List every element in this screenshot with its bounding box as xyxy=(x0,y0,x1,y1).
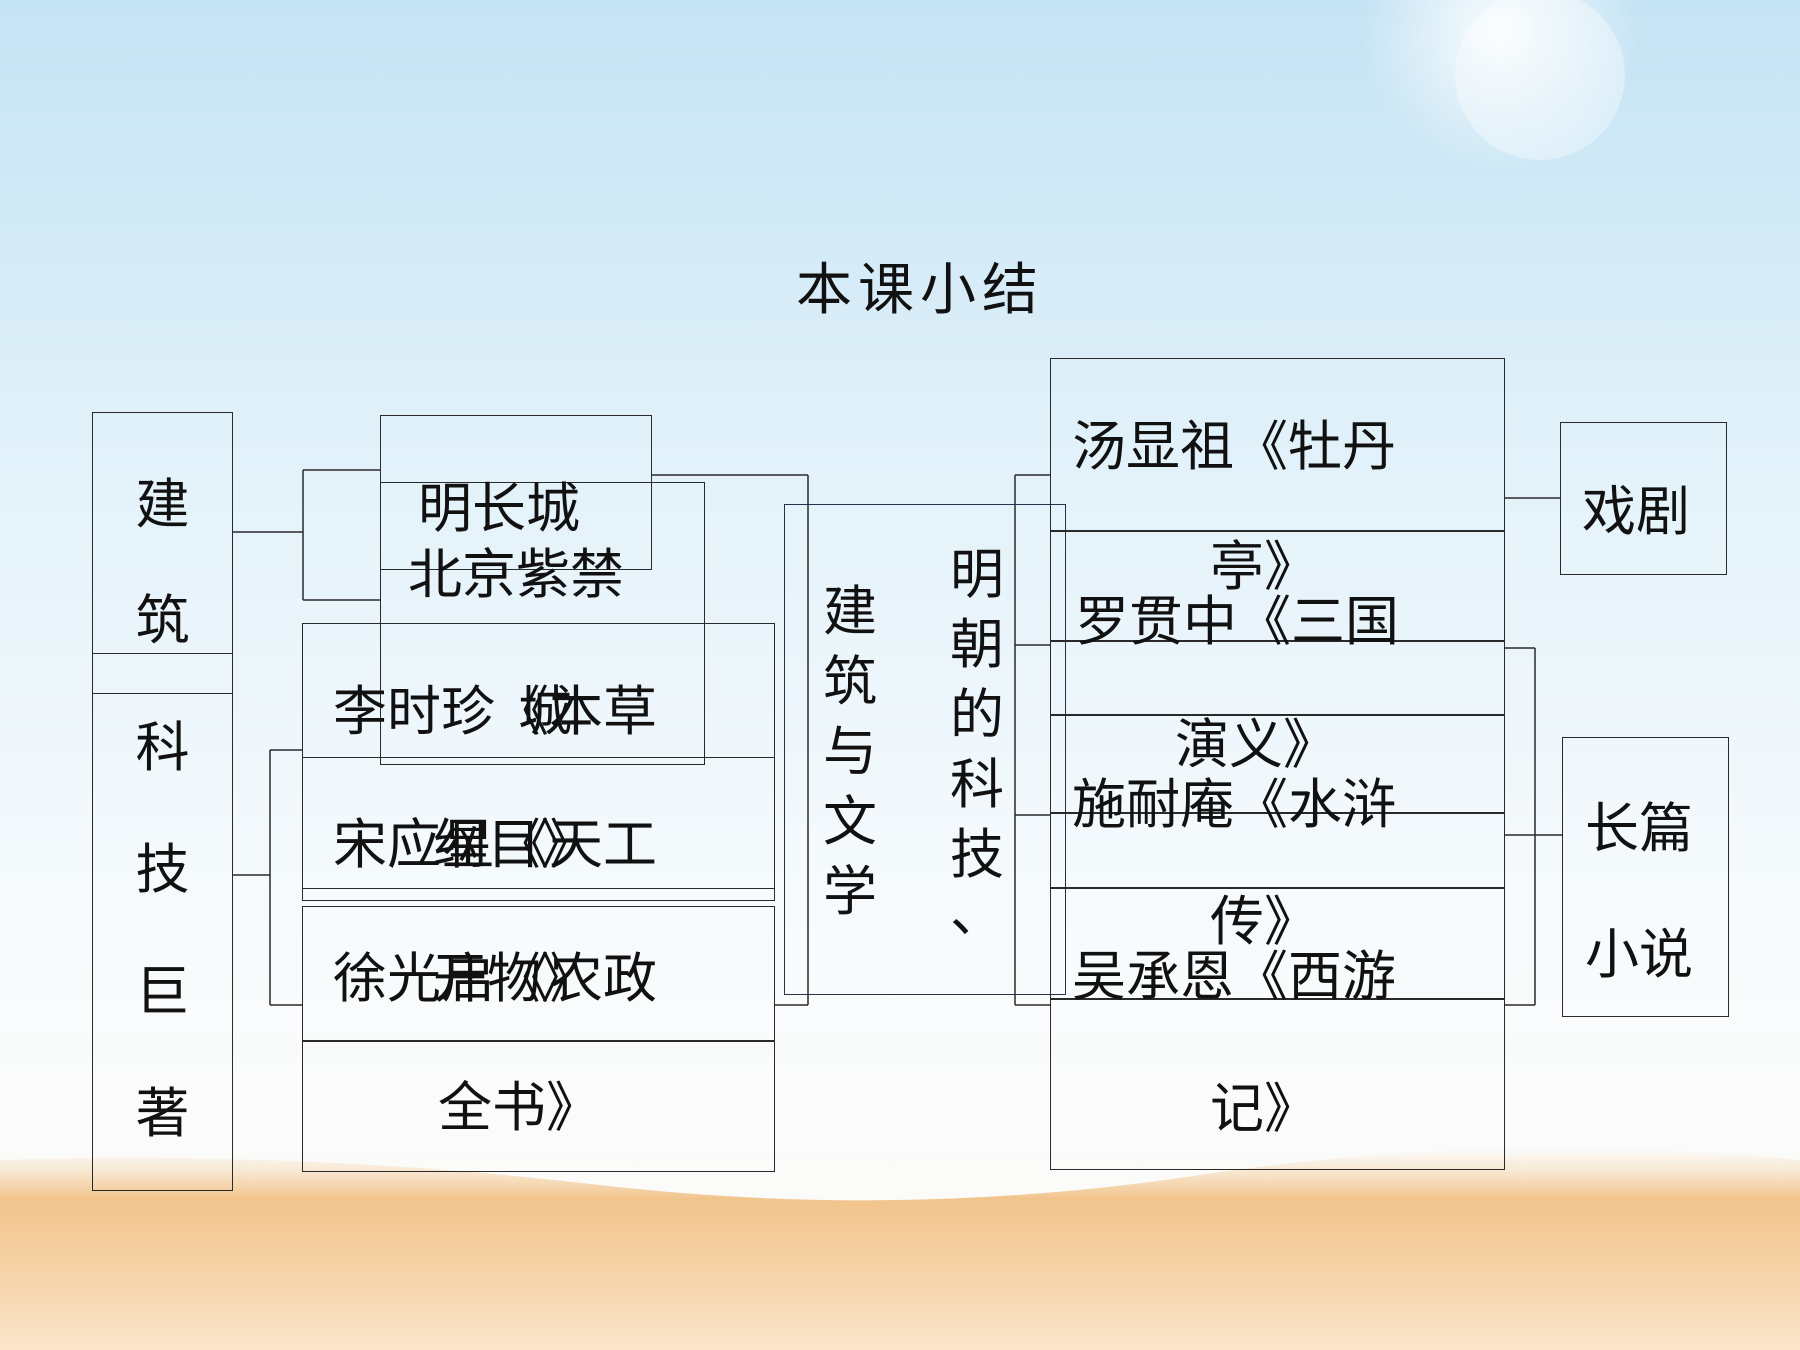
label-char: 建 xyxy=(135,473,190,536)
center-char: 朝 xyxy=(950,613,1004,676)
category-novel-label-line1: 长篇 xyxy=(1585,797,1693,860)
label-char: 巨 xyxy=(135,960,190,1023)
work-shuihu-line2: 传》 xyxy=(1210,890,1318,953)
center-char: 与 xyxy=(823,720,877,783)
book-nongzheng-line1: 徐光启《农政 xyxy=(333,947,657,1010)
center-char: 的 xyxy=(950,683,1004,746)
label-char: 著 xyxy=(135,1082,190,1145)
book-bencao-line2: 纲目》 xyxy=(433,813,595,876)
item-forbidden-city-line2: 城 xyxy=(518,680,572,743)
category-architecture-box xyxy=(92,412,233,694)
work-mudanting-line1: 汤显祖《牡丹 xyxy=(1072,415,1396,478)
category-drama-label: 戏剧 xyxy=(1582,480,1690,543)
book-box xyxy=(302,906,775,1172)
work-xiyou-line2: 记》 xyxy=(1210,1077,1318,1140)
label-char: 技 xyxy=(135,838,190,901)
slide-title: 本课小结 xyxy=(796,258,1044,323)
label-char: 筑 xyxy=(135,589,190,652)
category-novel-box xyxy=(1562,737,1729,1017)
center-char: 文 xyxy=(823,790,877,853)
works-divider xyxy=(1050,887,1505,889)
category-drama-box xyxy=(1560,422,1727,575)
center-char: 筑 xyxy=(823,650,877,713)
item-forbidden-city-line1: 北京紫禁 xyxy=(408,543,624,606)
book-tiangong-line2: 开物》 xyxy=(433,947,595,1010)
center-char: 科 xyxy=(950,753,1004,816)
center-topic-box xyxy=(784,504,1066,995)
work-shuihu-line1: 施耐庵《水浒 xyxy=(1072,773,1396,836)
book-bencao-line1: 李时珍《本草 xyxy=(333,680,657,743)
category-novel-label-line2: 小说 xyxy=(1585,923,1693,986)
work-xiyou-line1: 吴承恩《西游 xyxy=(1072,945,1396,1008)
works-divider xyxy=(1050,714,1505,716)
category-tech-books-box xyxy=(92,653,233,1191)
label-char: 科 xyxy=(135,716,190,779)
category-architecture-label: 建 筑 xyxy=(92,478,233,648)
category-tech-books-label: 科 技 巨 著 xyxy=(92,721,233,1141)
center-char: 学 xyxy=(823,860,877,923)
center-char: 技 xyxy=(950,823,1004,886)
center-topic-col-right: 明 朝 的 科 技 、 xyxy=(942,548,1012,940)
book-box xyxy=(302,757,775,889)
works-divider xyxy=(1050,530,1505,532)
work-mudanting-line2: 亭》 xyxy=(1210,535,1318,598)
item-great-wall: 明长城 xyxy=(418,477,580,540)
book-box-divider xyxy=(302,1040,775,1042)
book-nongzheng-line2: 全书》 xyxy=(438,1076,600,1139)
center-char: 建 xyxy=(823,580,877,643)
center-topic-col-left: 建 筑 与 文 学 xyxy=(815,585,885,919)
center-char: 明 xyxy=(950,543,1004,606)
works-divider xyxy=(1050,998,1505,1000)
work-sanguo-line1: 罗贯中《三国 xyxy=(1075,590,1399,653)
work-sanguo-line2: 演义》 xyxy=(1175,713,1337,776)
book-tiangong-line1: 宋应星《天工 xyxy=(333,813,657,876)
works-outer-box xyxy=(1050,358,1505,1170)
works-divider xyxy=(1050,812,1505,814)
works-divider xyxy=(1050,640,1505,642)
center-char: 、 xyxy=(950,881,1004,944)
